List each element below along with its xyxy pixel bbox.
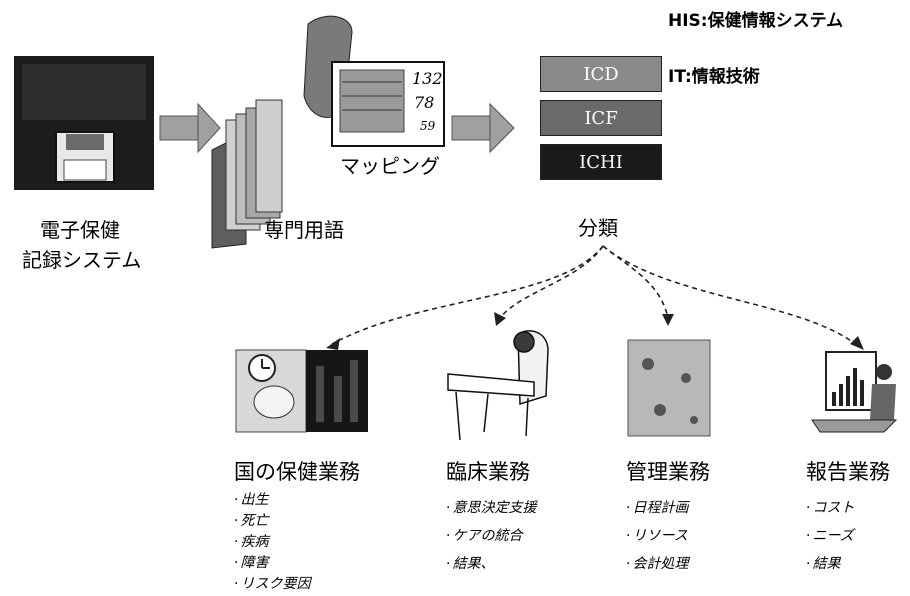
classification-box-icd: ICD: [540, 56, 662, 92]
area-title: 管理業務: [626, 460, 710, 484]
area-title: 臨床業務: [446, 460, 530, 484]
classification-label-icf: ICF: [584, 107, 618, 129]
distribution-arrows: [331, 245, 859, 347]
national-health-icon: [235, 349, 368, 433]
legend-it: IT:情報技術: [668, 67, 760, 87]
ehr-computer-icon: [14, 56, 154, 190]
classification-label-ichi: ICHI: [579, 151, 623, 173]
area-title: 国の保健業務: [234, 460, 360, 484]
list-item: 結果、: [446, 550, 536, 578]
arrowhead-management: [662, 314, 674, 326]
area-items: 意思決定支援 ケアの統合 結果、: [446, 494, 536, 578]
list-item: 出生: [234, 490, 360, 511]
list-item: リスク要因: [234, 574, 360, 595]
ehr-label-line2: 記録システム: [22, 248, 142, 272]
list-item: 疾病: [234, 532, 360, 553]
mapping-monitor-icon: [303, 15, 445, 147]
ehr-label-line1: 電子保健: [40, 218, 120, 242]
area-items: コスト ニーズ 結果: [806, 494, 890, 578]
list-item: 障害: [234, 553, 360, 574]
area-management: 管理業務 日程計画 リソース 会計処理: [626, 456, 710, 578]
classification-label-icd: ICD: [583, 63, 619, 85]
list-item: 会計処理: [626, 550, 710, 578]
legend-his: HIS:保健情報システム: [668, 11, 844, 31]
list-item: ケアの統合: [446, 522, 536, 550]
list-item: 日程計画: [626, 494, 710, 522]
list-item: 結果: [806, 550, 890, 578]
arrowhead-reporting: [850, 336, 864, 350]
area-items: 日程計画 リソース 会計処理: [626, 494, 710, 578]
classification-label: 分類: [578, 216, 618, 240]
monitor-reading-2: 78: [414, 93, 434, 112]
monitor-reading-1: 132: [412, 69, 443, 88]
list-item: ニーズ: [806, 522, 890, 550]
flow-arrow-1: [159, 102, 221, 154]
management-icon: [627, 339, 711, 437]
list-item: 死亡: [234, 511, 360, 532]
area-title: 報告業務: [806, 460, 890, 484]
area-clinical: 臨床業務 意思決定支援 ケアの統合 結果、: [446, 456, 536, 578]
terminology-label: 専門用語: [264, 218, 344, 242]
monitor-reading-3: 59: [420, 119, 436, 133]
area-items: 出生 死亡 疾病 障害 リスク要因: [234, 490, 360, 595]
list-item: コスト: [806, 494, 890, 522]
terminology-documents-icon: [211, 99, 283, 249]
clinical-care-icon: [447, 330, 549, 441]
list-item: 意思決定支援: [446, 494, 536, 522]
arrowhead-national: [326, 338, 340, 350]
area-reporting: 報告業務 コスト ニーズ 結果: [806, 456, 890, 578]
flow-arrow-2: [451, 102, 515, 154]
classification-box-icf: ICF: [540, 100, 662, 136]
arrowhead-clinical: [494, 312, 506, 326]
classification-box-ichi: ICHI: [540, 144, 662, 180]
reporting-chart-icon: [811, 351, 898, 433]
list-item: リソース: [626, 522, 710, 550]
mapping-label: マッピング: [340, 154, 440, 178]
area-national-health: 国の保健業務 出生 死亡 疾病 障害 リスク要因: [234, 456, 360, 595]
